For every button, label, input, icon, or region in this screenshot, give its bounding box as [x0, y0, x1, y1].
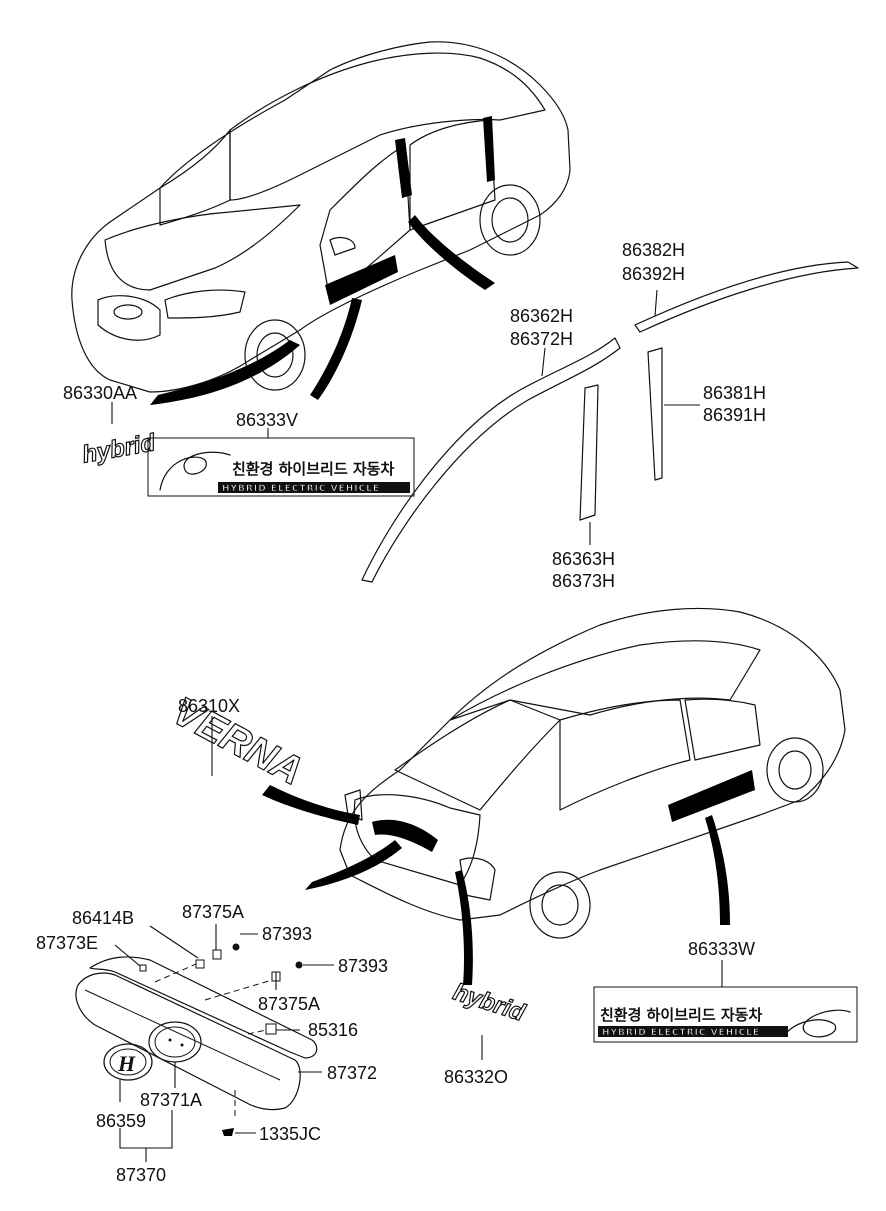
label-87370: 87370 [116, 1165, 166, 1185]
label-1335JC: 1335JC [259, 1124, 321, 1144]
label-86333V: 86333V [236, 410, 298, 430]
label-86362H: 86362H [510, 306, 573, 326]
label-86333W: 86333W [688, 939, 755, 959]
hybrid-badge-rear-text: hybrid [450, 978, 529, 1027]
part-labels: 86330AA 86333V 86382H 86392H 86362H 8637… [36, 240, 766, 1185]
label-86392H: 86392H [622, 264, 685, 284]
label-86381H: 86381H [703, 383, 766, 403]
label-86372H: 86372H [510, 329, 573, 349]
roof-moldings [361, 261, 859, 583]
label-87375A-bottom: 87375A [258, 994, 320, 1014]
label-86382H: 86382H [622, 240, 685, 260]
decal-rear-korean-text: 친환경 하이브리드 자동차 [600, 1006, 762, 1024]
trunk-garnish-assembly: H [75, 924, 334, 1162]
decal-korean-text: 친환경 하이브리드 자동차 [232, 460, 394, 478]
label-87393-top: 87393 [262, 924, 312, 944]
hybrid-decal-front: 친환경 하이브리드 자동차 HYBRID ELECTRIC VEHICLE [147, 428, 415, 497]
sedan-rear-view [262, 607, 846, 985]
label-86414B: 86414B [72, 908, 134, 928]
decal-rear-english-text: HYBRID ELECTRIC VEHICLE [602, 1028, 760, 1038]
sedan-front-view [71, 41, 571, 405]
label-87393-right: 87393 [338, 956, 388, 976]
decal-english-text: HYBRID ELECTRIC VEHICLE [222, 484, 380, 494]
label-85316: 85316 [308, 1020, 358, 1040]
label-86332O: 86332O [444, 1067, 508, 1087]
label-87375A-top: 87375A [182, 902, 244, 922]
label-86310X: 86310X [178, 696, 240, 716]
hybrid-decal-rear: 친환경 하이브리드 자동차 HYBRID ELECTRIC VEHICLE [593, 960, 858, 1043]
label-87372: 87372 [327, 1063, 377, 1083]
hyundai-logo-mark: H [117, 1051, 136, 1076]
hybrid-badge-front: hybrid [80, 402, 159, 469]
label-87371A: 87371A [140, 1090, 202, 1110]
label-87373E: 87373E [36, 933, 98, 953]
label-86363H: 86363H [552, 549, 615, 569]
label-86373H: 86373H [552, 571, 615, 591]
hybrid-badge-text: hybrid [80, 429, 158, 469]
label-86359: 86359 [96, 1111, 146, 1131]
label-86391H: 86391H [703, 405, 766, 425]
label-86330AA: 86330AA [63, 383, 137, 403]
hybrid-badge-rear: hybrid [449, 978, 530, 1060]
